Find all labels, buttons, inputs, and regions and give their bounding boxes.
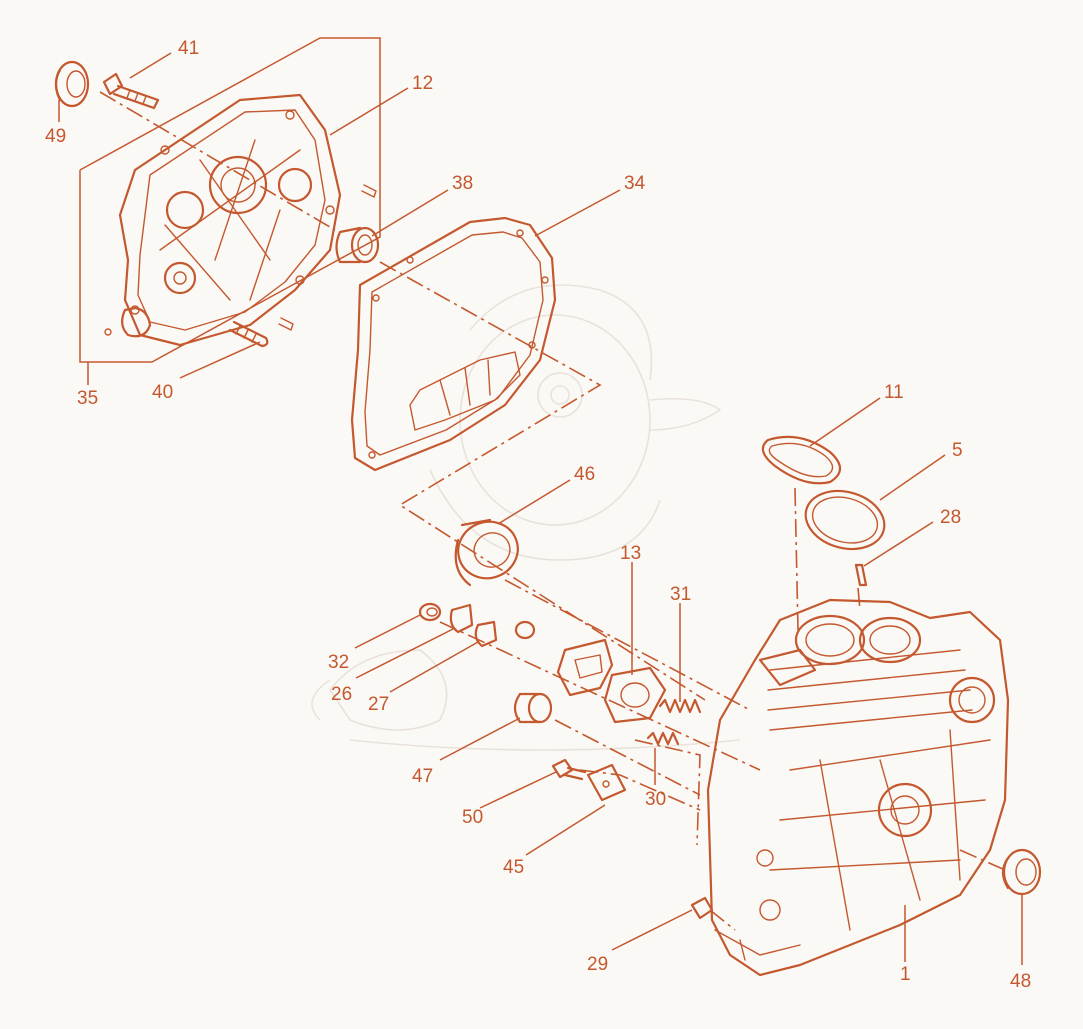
part-1-crankcase [706,598,1010,977]
part-45-plate [586,763,627,802]
part-38-bushing [335,226,380,264]
part-34-gasket [350,216,557,472]
callout-31: 31 [670,584,691,605]
part-29-plug [690,896,714,920]
callout-labels: 41 12 49 38 34 40 35 11 5 28 46 13 31 32… [45,38,1031,992]
assembly-centerlines [99,91,1006,931]
callout-46: 46 [574,464,595,485]
callout-48: 48 [1010,971,1031,992]
part-47-bushing [513,692,553,724]
part-41-bolt [102,72,160,110]
part-11-gasket [761,435,842,485]
part-30-spring [646,731,680,746]
dowel-pins [104,184,377,336]
part-12-crankcase-cover [118,93,342,347]
callout-30: 30 [645,789,666,810]
callout-49: 49 [45,126,66,147]
callout-41: 41 [178,38,199,59]
part-31-spring [658,698,702,714]
callout-50: 50 [462,807,483,828]
callout-11: 11 [884,382,904,403]
part-49-oil-seal [54,60,90,108]
callout-34: 34 [624,173,646,194]
part-46-oil-seal [454,518,519,587]
callout-47: 47 [412,766,433,787]
callout-1: 1 [900,964,911,985]
callout-40: 40 [152,382,173,403]
callout-45: 45 [503,857,524,878]
callout-32: 32 [328,652,349,673]
assembly-35-outline [79,37,381,363]
callout-35: 35 [77,388,98,409]
part-5-ring-gasket [804,489,886,551]
callout-13: 13 [620,543,641,564]
part-26-cap [449,603,474,634]
callout-26: 26 [331,684,352,705]
callout-29: 29 [587,954,608,975]
callout-38: 38 [452,173,473,194]
watermark-illustration [311,284,741,751]
part-28-dowel [854,563,868,587]
callout-5: 5 [952,440,963,461]
part-48-oil-seal [1001,848,1042,896]
callout-28: 28 [940,507,961,528]
leader-lines [58,52,1023,965]
part-50-bolt [551,758,587,781]
part-32-plug [418,602,442,622]
part-27-cap [474,620,498,648]
callout-12: 12 [412,73,433,94]
part-13-cover-plate [514,620,667,724]
callout-27: 27 [368,694,389,715]
